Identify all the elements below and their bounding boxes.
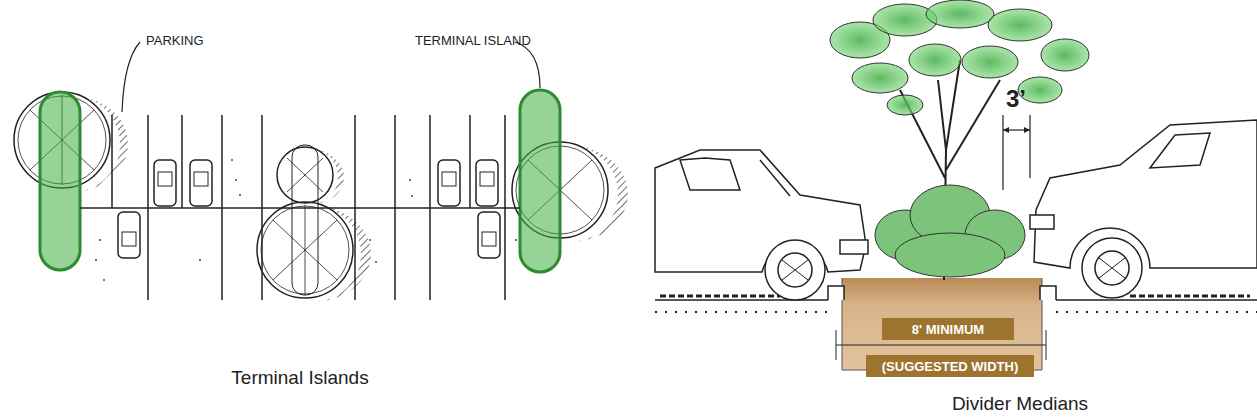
parking-plan xyxy=(14,42,628,302)
panel-caption: Divider Medians xyxy=(952,394,1088,415)
dimension-label: 3’ xyxy=(1006,86,1026,112)
dimension-tag: 8' MINIMUM xyxy=(882,318,1014,340)
dimension-tag: (SUGGESTED WIDTH) xyxy=(866,355,1034,377)
median-section xyxy=(655,0,1257,370)
tag-text: 8' MINIMUM xyxy=(912,322,984,337)
parking-label: PARKING xyxy=(146,34,204,48)
panel-caption: Terminal Islands xyxy=(231,368,368,389)
tag-text: (SUGGESTED WIDTH) xyxy=(882,359,1019,374)
island-label: TERMINAL ISLAND xyxy=(415,34,531,48)
